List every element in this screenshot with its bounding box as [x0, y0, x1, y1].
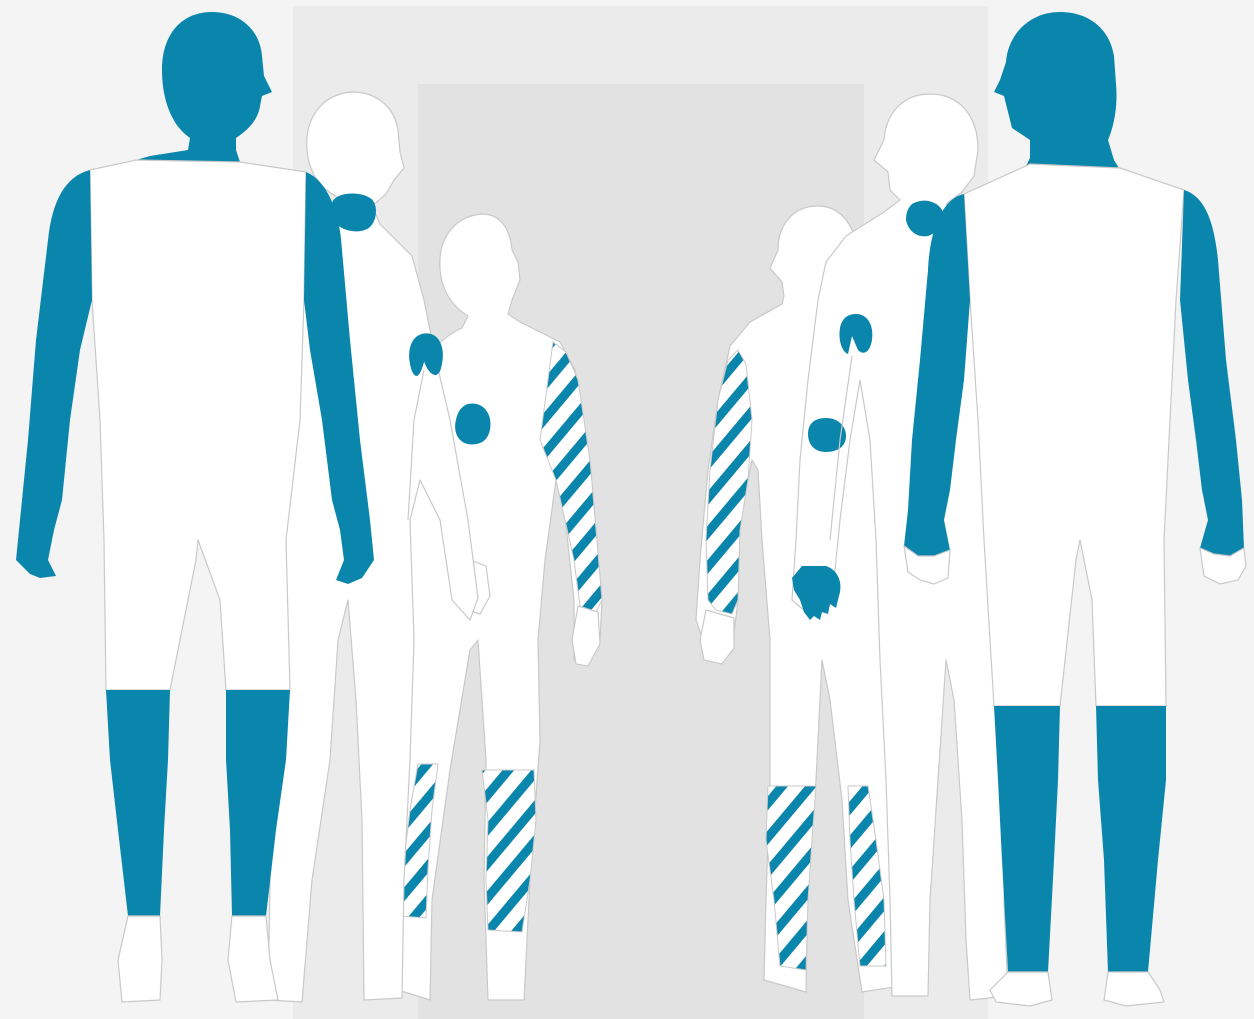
arm-left-a: [16, 170, 92, 578]
head-left: [136, 12, 272, 162]
leg-left-a: [106, 690, 170, 916]
leg-right-b: [1096, 706, 1166, 972]
arm-right-b: [1180, 190, 1244, 556]
mid-back-spot: [456, 404, 490, 444]
head-right: [994, 12, 1120, 170]
